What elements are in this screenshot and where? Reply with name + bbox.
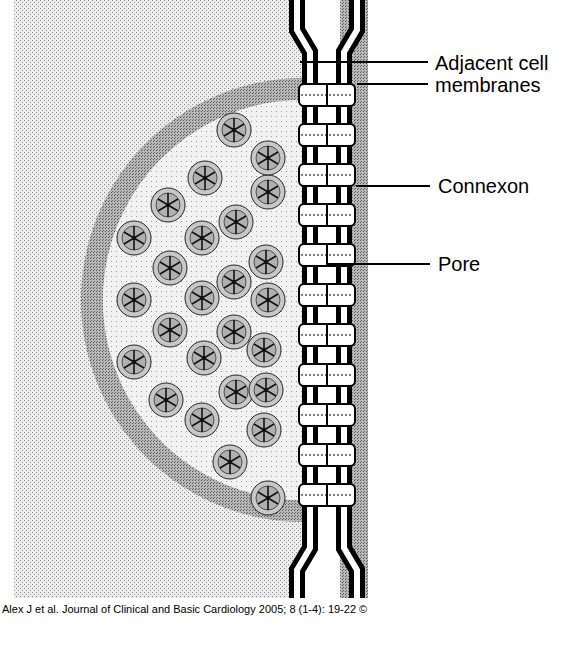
plaque-rim [81,78,303,522]
part-label: Pore [438,253,574,275]
cytoplasm-ground [14,0,304,598]
part-label: Adjacent cell membranes [435,52,573,96]
leader-lines [300,62,430,264]
connexon-particles [117,113,285,515]
citation-caption: Alex J et al. Journal of Clinical and Ba… [2,603,367,616]
connexon-channels [299,84,355,506]
cell-membranes [297,0,357,598]
part-label: Connexon [438,175,574,197]
plaque-face [103,100,303,500]
